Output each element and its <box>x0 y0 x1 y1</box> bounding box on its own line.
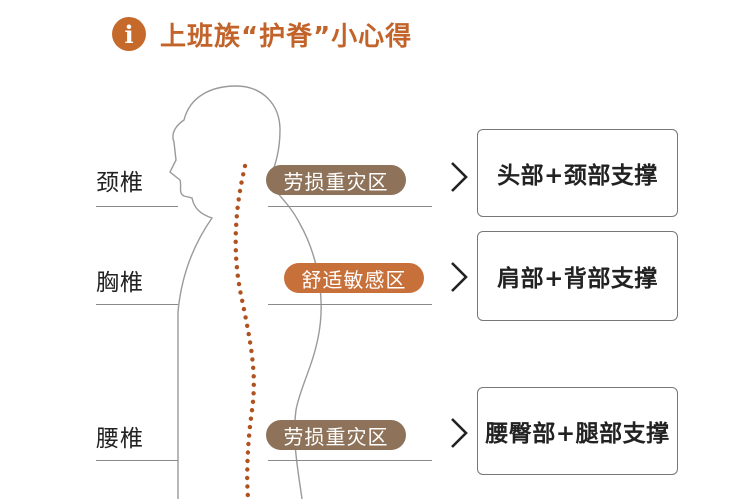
zone-badge-strain: 劳损重灾区 <box>266 420 406 450</box>
divider-line <box>96 460 178 461</box>
divider-line <box>96 304 178 305</box>
spine-dot <box>240 298 245 303</box>
spine-dot <box>235 205 240 210</box>
spine-dot <box>248 416 254 421</box>
spine-dot <box>247 424 253 430</box>
spine-label-cervical: 颈椎 <box>96 170 144 196</box>
zone-badge-strain: 劳损重灾区 <box>266 165 406 195</box>
spine-dot <box>237 188 243 194</box>
spine-dot <box>250 357 255 362</box>
spine-dot <box>249 408 255 413</box>
zone-badge-comfort: 舒适敏感区 <box>284 263 424 293</box>
chevron-right-icon <box>451 418 468 448</box>
divider-line <box>268 460 432 461</box>
spine-dot <box>239 180 244 185</box>
spine-dot <box>246 433 252 438</box>
spine-dot <box>245 450 251 455</box>
spine-dot <box>241 172 246 177</box>
spine-dot <box>236 281 242 287</box>
spine-label-thoracic: 胸椎 <box>96 270 144 296</box>
spine-dots <box>233 163 256 498</box>
spine-dot <box>249 348 254 354</box>
spine-dot <box>251 365 256 370</box>
info-icon: i <box>112 17 146 51</box>
header: i 上班族“护脊”小心得 <box>112 12 412 56</box>
spine-dot <box>234 256 239 261</box>
spine-dot <box>234 265 240 270</box>
spine-dot <box>250 399 256 404</box>
chevron-right-icon <box>451 262 468 292</box>
support-box-head-neck: 头部+颈部支撑 <box>477 129 678 217</box>
spine-dot <box>235 273 240 278</box>
spine-dot <box>246 441 251 447</box>
spine-dot <box>234 222 239 227</box>
spine-dot <box>247 340 253 345</box>
spine-dot <box>241 306 247 312</box>
spine-dot <box>233 248 238 253</box>
divider-line <box>96 206 178 207</box>
chevron-right-icon <box>451 162 468 192</box>
page-title: 上班族“护脊”小心得 <box>160 21 413 52</box>
divider-line <box>268 206 432 207</box>
spine-dot <box>243 315 248 320</box>
spine-dot <box>233 239 238 244</box>
spine-dot <box>245 484 250 489</box>
spine-dot <box>245 467 250 472</box>
spine-dot <box>236 197 241 202</box>
spine-dot <box>233 231 238 236</box>
spine-dot <box>246 331 251 337</box>
spine-dot <box>251 391 256 396</box>
spine-dot <box>245 323 250 328</box>
spine-dot <box>245 458 250 464</box>
body-outline <box>169 85 322 499</box>
spine-dot <box>245 492 250 498</box>
spine-dot <box>251 382 256 387</box>
spine-label-lumbar: 腰椎 <box>96 426 144 452</box>
spine-dot <box>238 290 243 295</box>
spine-dot <box>242 163 248 169</box>
divider-line <box>268 304 432 305</box>
spine-dot <box>245 475 250 481</box>
support-box-hip-leg: 腰臀部+腿部支撑 <box>477 387 678 475</box>
spine-dot <box>234 214 239 219</box>
spine-dot <box>251 374 256 379</box>
support-box-shoulder-back: 肩部+背部支撑 <box>477 231 678 321</box>
